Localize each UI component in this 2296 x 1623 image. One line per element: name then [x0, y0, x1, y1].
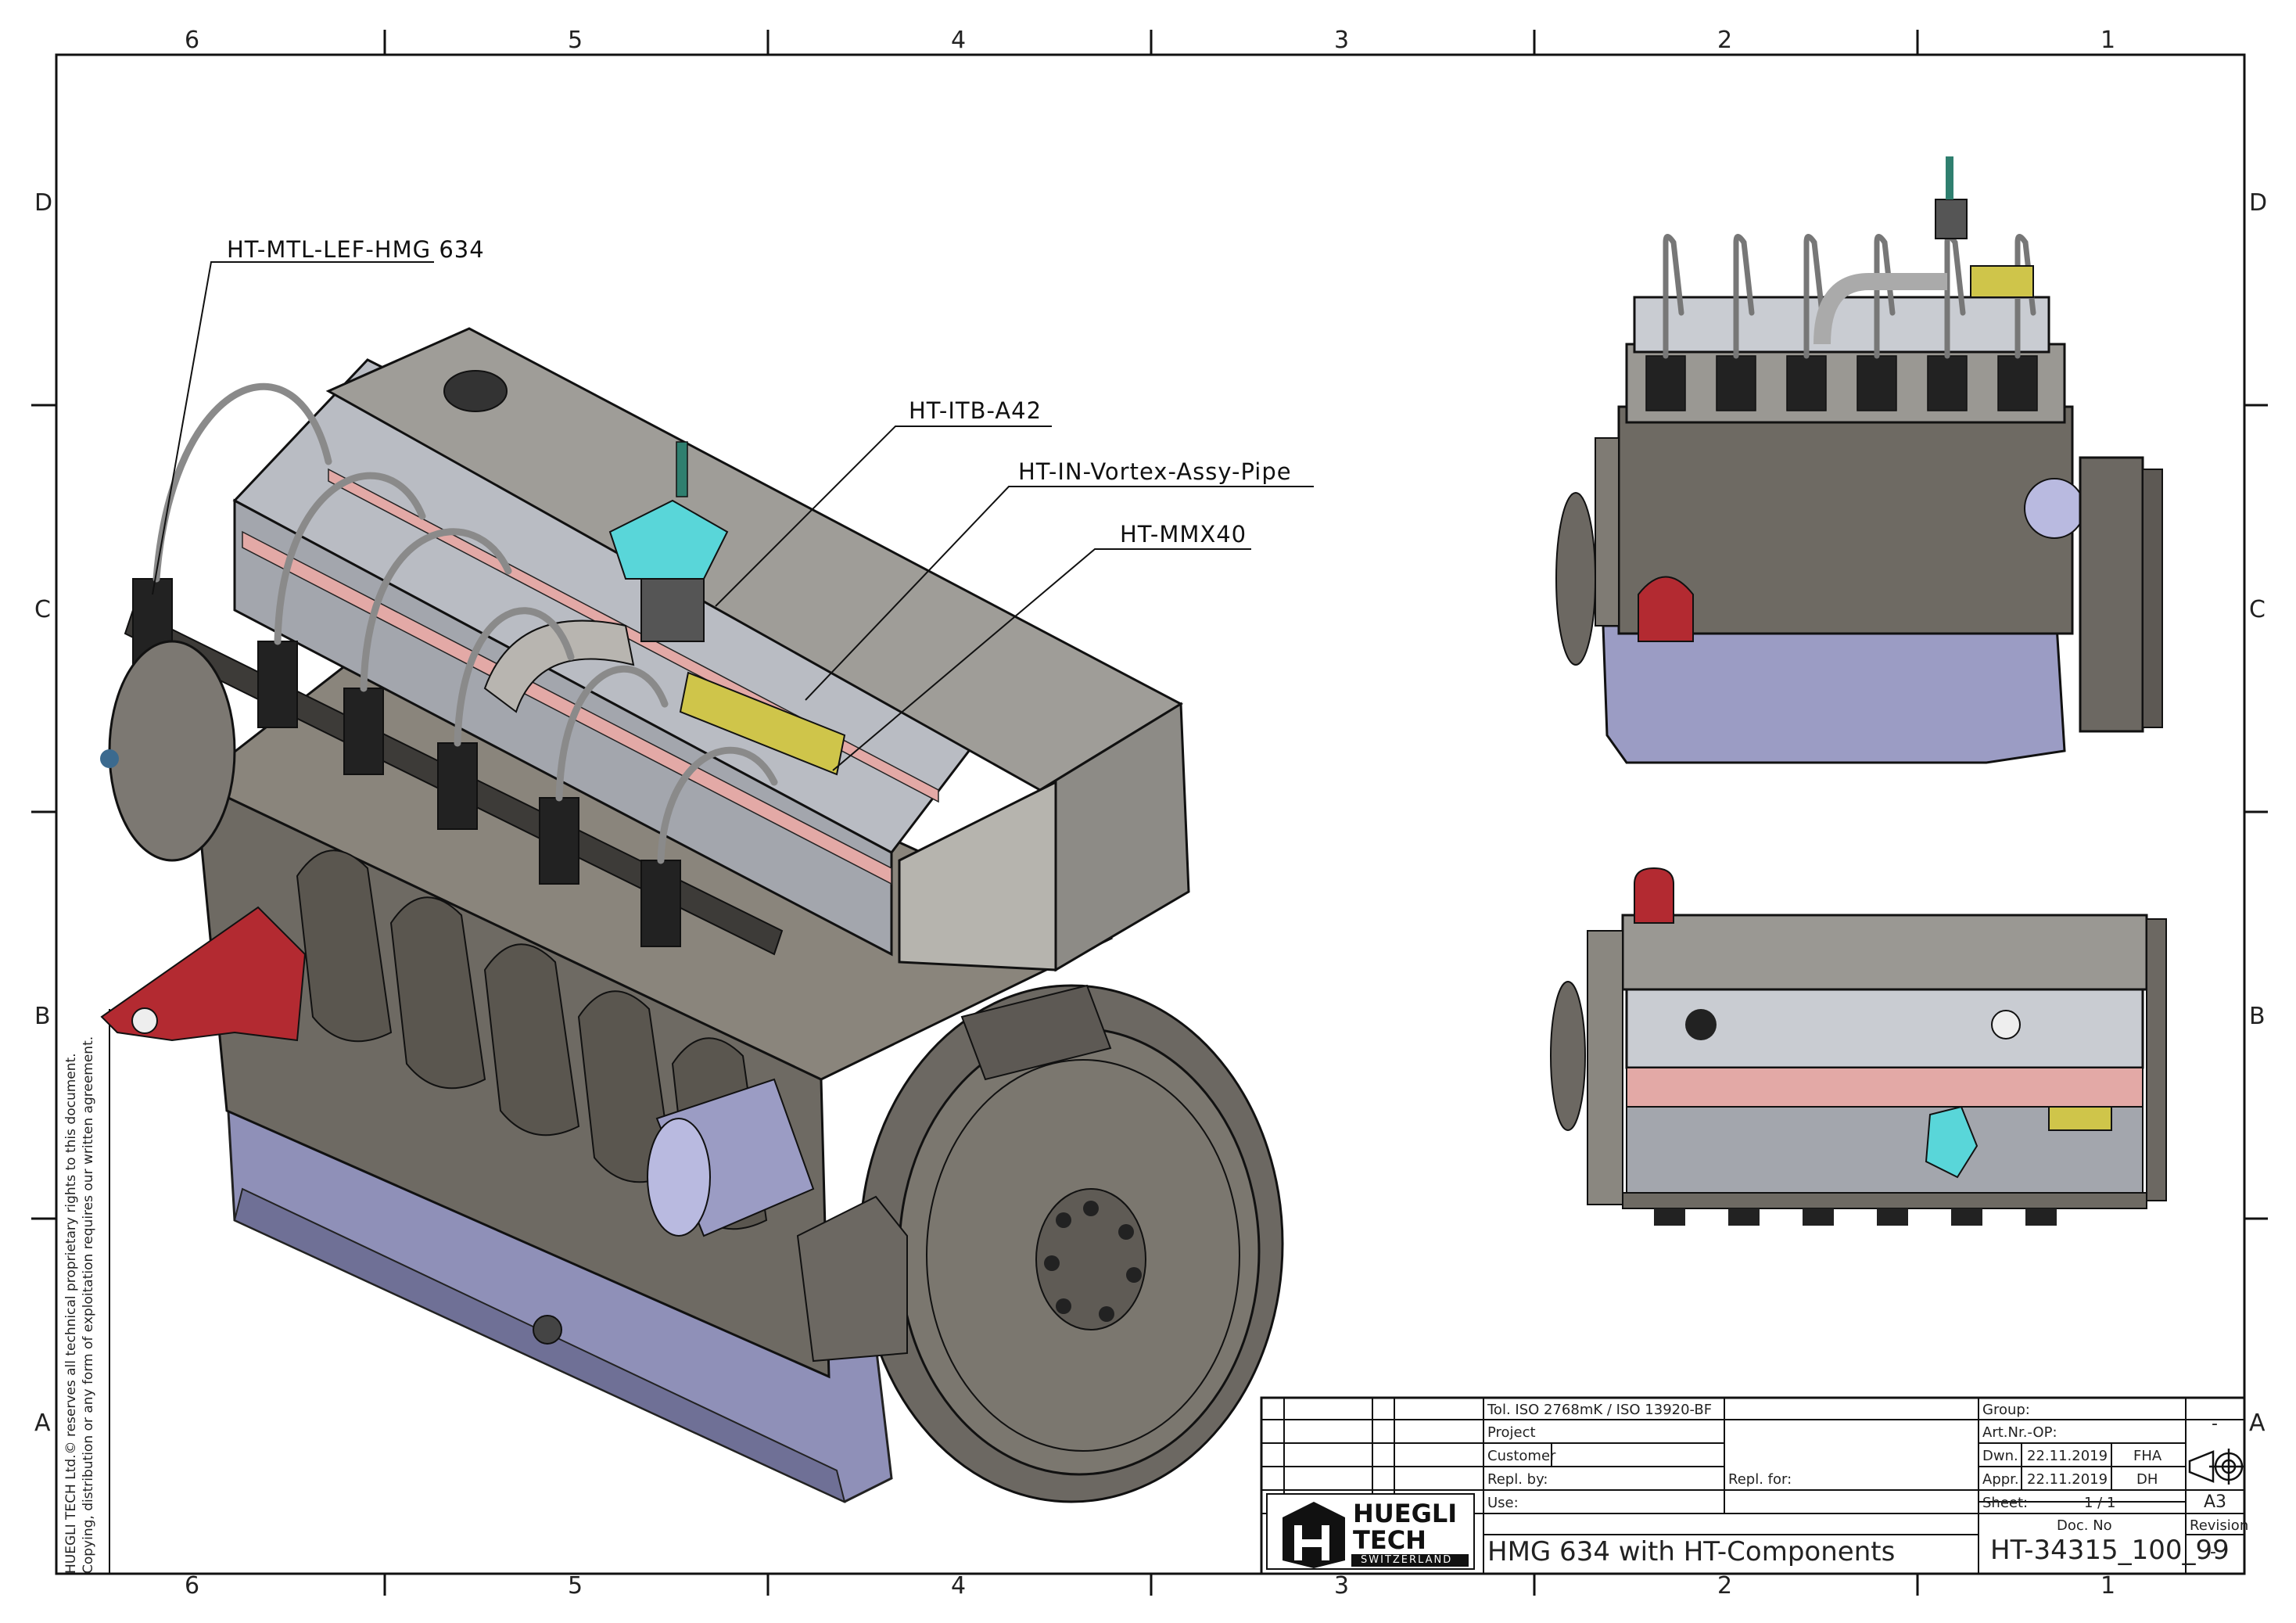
- zone-col-top-1: 1: [2100, 27, 2116, 54]
- format-value: A3: [2204, 1492, 2227, 1512]
- docno-label: Doc. No: [2057, 1517, 2112, 1534]
- artnr-label: Art.Nr.-OP:: [1982, 1424, 2057, 1441]
- zone-col-bottom-5: 5: [568, 1572, 583, 1600]
- zone-row-right-A: A: [2249, 1409, 2266, 1437]
- zone-col-bottom-4: 4: [951, 1572, 967, 1600]
- group-label: Group:: [1982, 1402, 2030, 1418]
- approved-date: 22.11.2019: [2027, 1471, 2108, 1488]
- customer-label: Customer: [1487, 1448, 1556, 1464]
- sheet-value: 1 / 1: [2084, 1495, 2116, 1511]
- revision-label: Revision: [2190, 1517, 2249, 1534]
- zone-row-left-B: B: [34, 1003, 51, 1030]
- logo-text-tech: TECH: [1353, 1525, 1426, 1555]
- zone-col-top-6: 6: [185, 27, 200, 54]
- copyright-notice-line1: HUEGLI TECH Ltd.© reserves all technical…: [63, 1053, 79, 1574]
- repl-by-label: Repl. by:: [1487, 1471, 1548, 1488]
- drawing-title: HMG 634 with HT-Components: [1487, 1536, 1896, 1567]
- projection-symbol-icon: [2188, 1449, 2244, 1485]
- zone-col-top-5: 5: [568, 27, 583, 54]
- drawn-label: Dwn.: [1982, 1448, 2018, 1464]
- approved-by: DH: [2136, 1471, 2158, 1488]
- repl-for-label: Repl. for:: [1728, 1471, 1792, 1488]
- drawn-by: FHA: [2133, 1448, 2162, 1464]
- tolerance-text: Tol. ISO 2768mK / ISO 13920-BF: [1487, 1402, 1713, 1418]
- group-value: -: [2212, 1414, 2218, 1434]
- callout-leaders: [152, 261, 1314, 771]
- callout-ht-itb-a42: HT-ITB-A42: [909, 397, 1042, 424]
- zone-ticks: [31, 30, 2268, 1596]
- approved-label: Appr.: [1982, 1471, 2019, 1488]
- sheet-label: Sheet:: [1982, 1495, 2029, 1511]
- callout-ht-mmx40: HT-MMX40: [1120, 521, 1247, 548]
- zone-col-bottom-6: 6: [185, 1572, 200, 1600]
- callout-ht-in-vortex: HT-IN-Vortex-Assy-Pipe: [1018, 458, 1292, 485]
- zone-row-left-A: A: [34, 1409, 51, 1437]
- project-label: Project: [1487, 1424, 1536, 1441]
- revision-value: -: [2210, 1542, 2216, 1562]
- huegli-tech-logo-icon: [1266, 1493, 1475, 1570]
- zone-row-left-D: D: [34, 189, 53, 217]
- zone-row-right-C: C: [2249, 596, 2266, 623]
- engine-isometric-view: [100, 327, 1284, 1503]
- zone-col-bottom-3: 3: [1334, 1572, 1350, 1600]
- engine-front-view: [1555, 156, 2163, 764]
- docno-value: HT-34315_100_99: [1990, 1535, 2230, 1566]
- engine-top-view: [1550, 867, 2167, 1226]
- logo-text-switzerland: SWITZERLAND: [1361, 1554, 1453, 1566]
- use-label: Use:: [1487, 1495, 1519, 1511]
- callout-ht-mtl-lef: HT-MTL-LEF-HMG 634: [227, 236, 485, 263]
- drawn-date: 22.11.2019: [2027, 1448, 2108, 1464]
- logo-text-huegli: HUEGLI: [1353, 1499, 1458, 1528]
- zone-col-bottom-2: 2: [1717, 1572, 1733, 1600]
- zone-col-top-4: 4: [951, 27, 967, 54]
- zone-col-bottom-1: 1: [2100, 1572, 2116, 1600]
- zone-row-left-C: C: [34, 596, 51, 623]
- title-block-grid: [1260, 1396, 2246, 1575]
- zone-row-right-D: D: [2249, 189, 2268, 217]
- zone-col-top-3: 3: [1334, 27, 1350, 54]
- zone-row-right-B: B: [2249, 1003, 2266, 1030]
- copyright-notice: HUEGLI TECH Ltd.© reserves all technical…: [63, 1036, 97, 1574]
- zone-col-top-2: 2: [1717, 27, 1733, 54]
- copyright-notice-line2: Copying, distribution or any form of exp…: [81, 1036, 96, 1574]
